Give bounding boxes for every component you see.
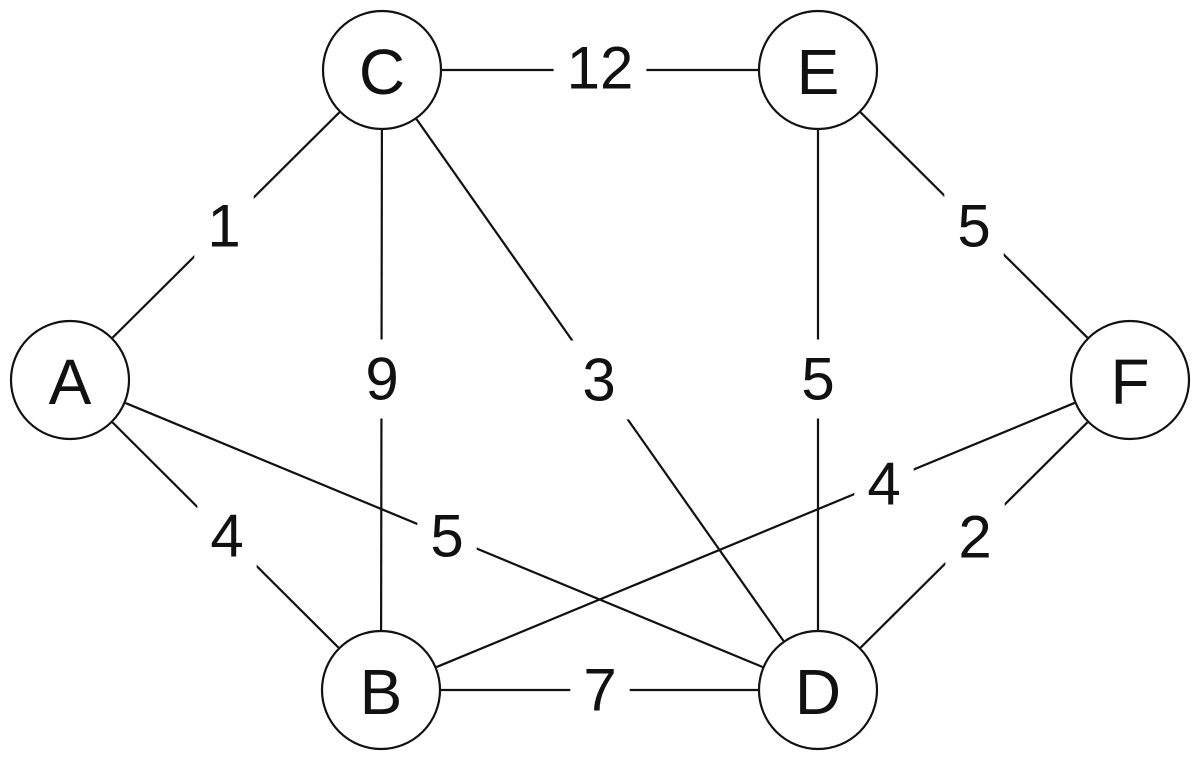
edge-weight-B-D: 7	[583, 657, 616, 724]
node-label-F: F	[1110, 346, 1149, 418]
node-circle-F	[1069, 319, 1191, 441]
edge-weight-halo-D-E	[788, 339, 848, 419]
node-circle-B	[320, 629, 442, 751]
edge-weight-B-F: 4	[867, 451, 900, 518]
edge-weight-halo-C-D	[569, 340, 629, 420]
edge-B-F	[436, 401, 1075, 669]
node-label-E: E	[797, 36, 840, 108]
edge-weight-halo-B-F	[854, 444, 914, 524]
edge-weight-D-E: 5	[801, 346, 834, 413]
node-circle-A	[9, 319, 131, 441]
edge-weight-halo-B-C	[352, 339, 412, 419]
node-circle-D	[757, 629, 879, 751]
edge-weight-halo-A-B	[197, 496, 257, 576]
edge-weight-A-D: 5	[430, 503, 463, 570]
edge-weight-A-C: 1	[207, 193, 240, 260]
node-label-D: D	[795, 656, 841, 728]
node-circle-C	[321, 9, 443, 131]
node-label-A: A	[49, 346, 92, 418]
edge-weight-C-D: 3	[582, 347, 615, 414]
edge-weight-B-C: 9	[365, 346, 398, 413]
edge-weight-halo-C-E	[553, 28, 647, 108]
edge-weight-halo-A-D	[417, 496, 477, 576]
edge-weight-D-F: 2	[958, 504, 991, 571]
edge-weight-halo-D-F	[945, 497, 1005, 577]
edge-weight-halo-E-F	[944, 186, 1004, 266]
node-label-C: C	[359, 36, 405, 108]
edge-weight-C-E: 12	[567, 35, 634, 102]
edge-weight-A-B: 4	[210, 503, 243, 570]
edge-weight-halo-B-D	[570, 650, 630, 730]
node-circle-E	[757, 9, 879, 131]
edge-weight-halo-A-C	[194, 186, 254, 266]
node-label-B: B	[360, 656, 403, 728]
edge-weight-E-F: 5	[957, 193, 990, 260]
